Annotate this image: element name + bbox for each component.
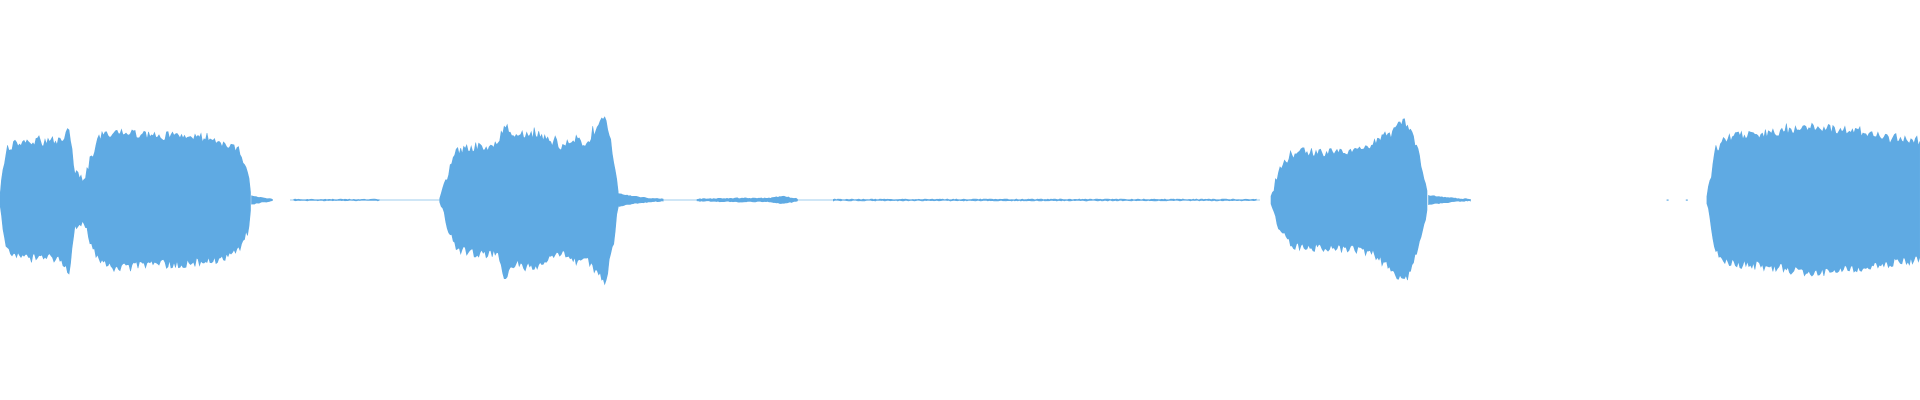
waveform-clip-3 [1270, 118, 1428, 281]
waveform-clip-2 [439, 116, 619, 286]
waveform-noise-2 [696, 195, 798, 204]
waveform-noise-1 [293, 198, 380, 202]
waveform-speck-3 [1246, 199, 1249, 201]
waveform-tail-3 [1428, 194, 1471, 205]
waveform-tail-2 [617, 193, 664, 207]
waveform-clip-4 [1706, 122, 1920, 277]
waveform-speck-4 [1666, 199, 1669, 201]
waveform-speck-5 [1685, 199, 1688, 201]
waveform-tail-1 [251, 195, 273, 205]
waveform-speck-1 [1203, 199, 1206, 201]
waveform-specks [1203, 199, 1688, 201]
waveform-noise-3 [832, 198, 1257, 202]
waveform-segments [0, 116, 1920, 286]
waveform-speck-2 [1209, 199, 1212, 201]
waveform-clip-1 [0, 128, 251, 275]
